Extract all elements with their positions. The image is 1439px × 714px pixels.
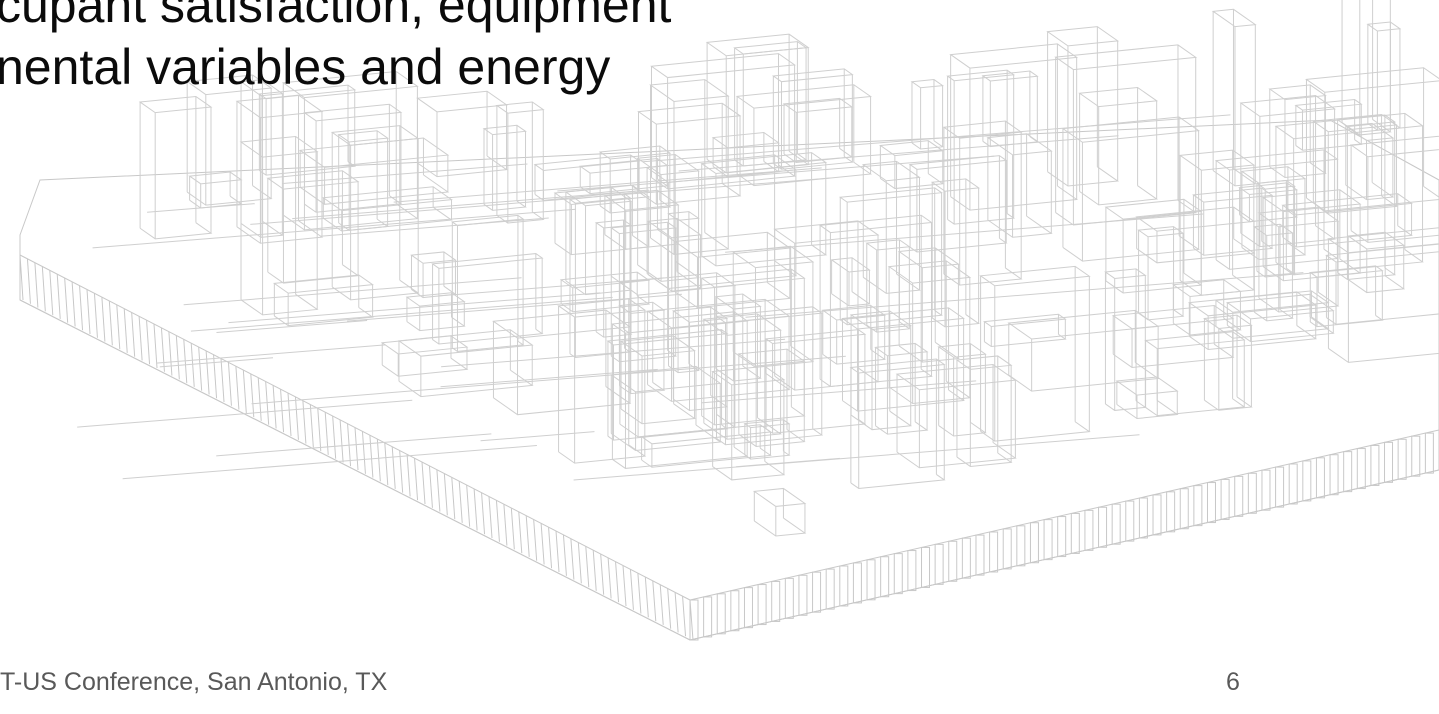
slide-title: cupant satisfaction, equipment nental va… — [0, 0, 671, 98]
slide-page-number: 6 — [1226, 668, 1240, 696]
slide-footer: T-US Conference, San Antonio, TX — [0, 668, 388, 696]
slide-title-line-1: cupant satisfaction, equipment — [0, 0, 672, 33]
slide-title-line-2: nental variables and energy — [0, 39, 611, 95]
